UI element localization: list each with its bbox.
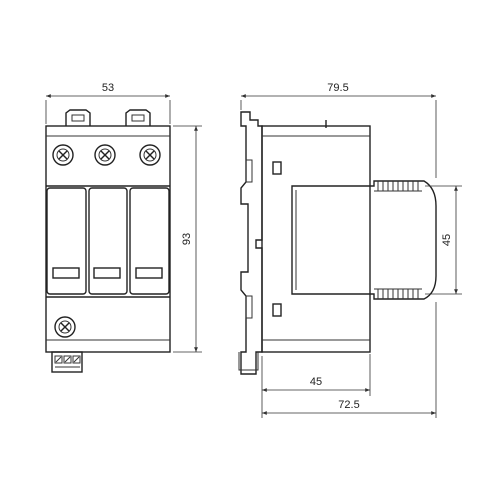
dim-front-width: 53 — [45, 82, 171, 124]
module-1-window — [52, 267, 80, 279]
top-clip-left-slot — [71, 114, 85, 122]
top-clip-right — [125, 109, 151, 126]
side-base — [261, 125, 371, 353]
module-1 — [46, 187, 87, 295]
screw-x-icon — [94, 144, 116, 166]
dim-front-height: 93 — [173, 125, 202, 353]
dim-label-side-base-depth: 45 — [310, 376, 322, 388]
front-body — [45, 125, 171, 353]
dim-label-front-height: 93 — [181, 233, 193, 245]
screw-x-icon — [54, 316, 76, 338]
top-clip-right-slot — [131, 114, 145, 122]
dim-label-side-rail-depth: 72.5 — [338, 399, 359, 411]
module-2-window — [93, 267, 121, 279]
din-clip-icon — [240, 111, 263, 375]
din-rail-notch-top — [245, 159, 253, 183]
din-release-tab — [238, 352, 259, 371]
dim-label-side-module-height: 45 — [441, 234, 453, 246]
signal-connector — [51, 351, 83, 373]
grip-ribs-top — [374, 181, 422, 192]
module-3 — [129, 187, 170, 295]
dim-label-side-overall-width: 79.5 — [327, 82, 348, 94]
dim-side-rail-depth: 72.5 — [261, 302, 437, 418]
screw-x-icon — [52, 144, 74, 166]
module-2 — [88, 187, 128, 295]
side-module — [291, 180, 437, 300]
module-3-window — [135, 267, 163, 279]
dim-label-front-width: 53 — [102, 82, 114, 94]
dim-side-module-height: 45 — [425, 185, 462, 295]
din-rail-notch-bottom — [245, 295, 253, 319]
dim-side-base-depth: 45 — [261, 354, 371, 396]
top-clip-left — [65, 109, 91, 126]
side-view: 79.5 45 45 72.5 — [238, 82, 462, 418]
front-view: 53 93 — [45, 82, 202, 373]
grip-ribs-bottom — [374, 288, 422, 299]
side-latch-bottom — [272, 303, 282, 317]
dim-side-overall-width: 79.5 — [240, 82, 437, 178]
screw-x-icon — [139, 144, 161, 166]
side-latch-top — [272, 161, 282, 175]
